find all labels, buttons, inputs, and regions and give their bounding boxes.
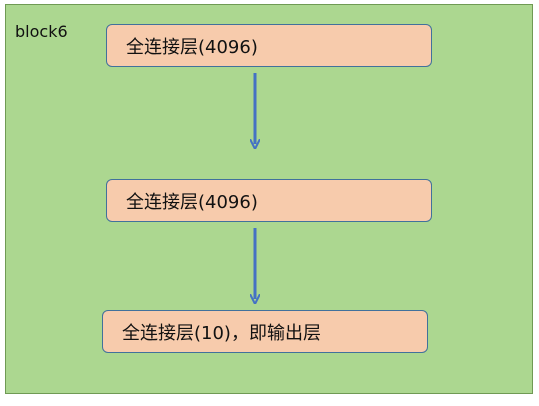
fc-layer-2-box: 全连接层(4096) <box>106 179 432 222</box>
fc-layer-1-box: 全连接层(4096) <box>106 24 432 67</box>
block-label: block6 <box>15 22 68 41</box>
fc-layer-1-label: 全连接层(4096) <box>126 36 258 58</box>
fc-layer-2-label: 全连接层(4096) <box>126 191 258 213</box>
output-layer-label: 全连接层(10)，即输出层 <box>122 322 321 344</box>
output-layer-box: 全连接层(10)，即输出层 <box>102 310 428 353</box>
